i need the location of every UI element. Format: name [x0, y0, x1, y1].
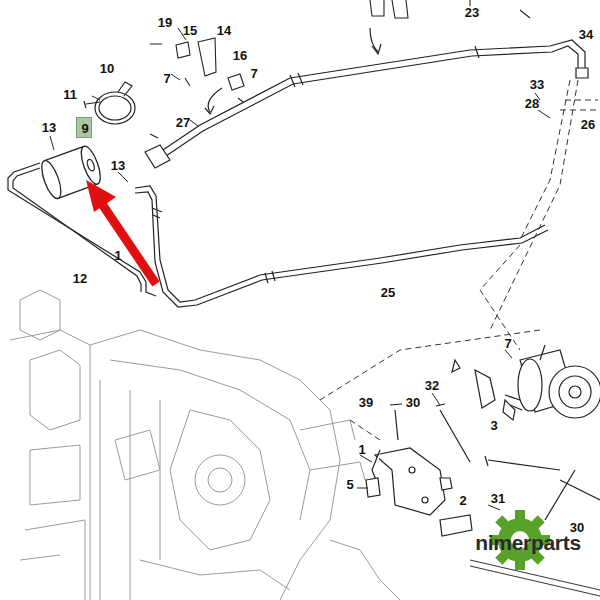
callout-number: 3: [490, 419, 497, 432]
callout-number: 19: [158, 16, 172, 29]
highlighted-callout: 9: [76, 117, 91, 138]
callout-number: 2: [459, 494, 466, 507]
callout-number: 11: [63, 88, 77, 101]
callout-number: 1: [358, 443, 365, 456]
callout-number: 12: [73, 272, 87, 285]
callout-number: 9: [81, 122, 86, 135]
callout-number: 13: [111, 159, 125, 172]
pointer-arrow: [86, 180, 156, 284]
callout-number: 7: [250, 67, 257, 80]
callout-number: 5: [346, 478, 353, 491]
callout-number: 31: [491, 492, 505, 505]
callout-number: 34: [579, 28, 593, 41]
callout-number: 26: [581, 118, 595, 131]
callout-number: 14: [217, 24, 231, 37]
callout-number: 33: [530, 78, 544, 91]
watermark: nimerparts: [475, 532, 581, 553]
callout-number: 39: [359, 396, 373, 409]
callout-number: 25: [381, 286, 395, 299]
callout-number: 7: [504, 337, 511, 350]
callout-number: 27: [176, 116, 190, 129]
callout-number: 32: [425, 379, 439, 392]
callout-number: 10: [100, 62, 114, 75]
callout-number: 15: [183, 24, 197, 37]
callout-number: 7: [163, 72, 170, 85]
callout-number: 30: [406, 396, 420, 409]
callout-number: 13: [42, 121, 56, 134]
callout-number: 28: [525, 97, 539, 110]
engine-sketch: [10, 290, 400, 600]
callout-number: 16: [233, 49, 247, 62]
callout-number: 1: [114, 249, 121, 262]
callout-number: 23: [465, 6, 479, 19]
